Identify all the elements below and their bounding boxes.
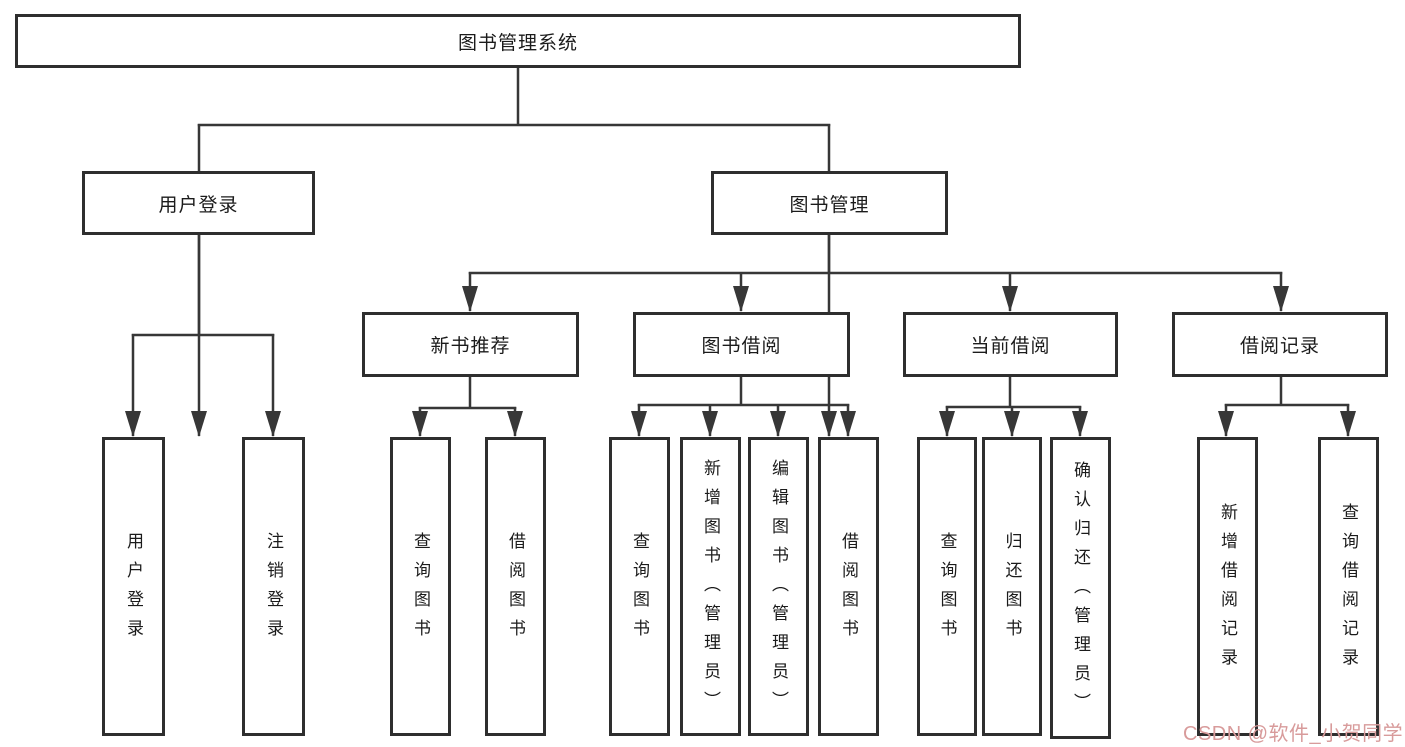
node-book-borrowing: 图书借阅	[633, 312, 850, 377]
node-search-books-borrowing: 查询图书	[609, 437, 670, 736]
watermark: CSDN @软件_小贺同学	[1183, 723, 1404, 745]
node-search-borrow-record: 查询借阅记录	[1318, 437, 1379, 736]
node-add-books-admin: 新增图书（管理员）	[680, 437, 741, 736]
node-confirm-return-admin: 确认归还（管理员）	[1050, 437, 1111, 739]
node-root: 图书管理系统	[15, 14, 1021, 68]
node-borrow-books-recommend: 借阅图书	[485, 437, 546, 736]
node-logout-action: 注销登录	[242, 437, 305, 736]
node-add-borrow-record: 新增借阅记录	[1197, 437, 1258, 736]
node-edit-books-admin: 编辑图书（管理员）	[748, 437, 809, 736]
node-borrow-books-borrowing: 借阅图书	[818, 437, 879, 736]
node-current-borrowing: 当前借阅	[903, 312, 1118, 377]
node-search-books-recommend: 查询图书	[390, 437, 451, 736]
node-borrowing-records: 借阅记录	[1172, 312, 1388, 377]
node-book-management-branch: 图书管理	[711, 171, 948, 235]
node-search-books-current: 查询图书	[917, 437, 977, 736]
node-user-login-branch: 用户登录	[82, 171, 315, 235]
node-return-books: 归还图书	[982, 437, 1042, 736]
node-user-login-action: 用户登录	[102, 437, 165, 736]
node-new-book-recommendation: 新书推荐	[362, 312, 579, 377]
